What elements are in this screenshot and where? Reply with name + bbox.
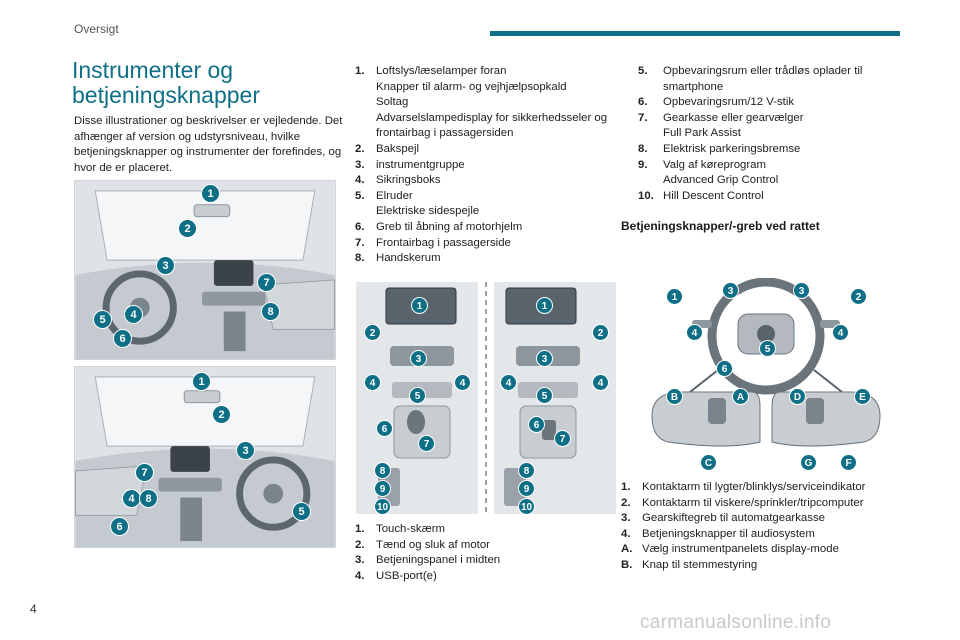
console-right-callout-1: 1 bbox=[536, 297, 553, 314]
wheel-callout-F: F bbox=[840, 454, 857, 471]
list-item: 6.Opbevaringsrum/12 V-stik bbox=[638, 96, 795, 109]
wheel-callout-C: C bbox=[700, 454, 717, 471]
list-item: 8.Elektrisk parkeringsbremse bbox=[638, 142, 801, 155]
list-item: 3.instrumentgruppe bbox=[355, 158, 465, 171]
list-item: 8.Handskerum bbox=[355, 252, 441, 265]
console-left-callout-1: 1 bbox=[411, 297, 428, 314]
list-item: A.Vælg instrumentpanelets display-mode bbox=[621, 543, 839, 556]
list-item: 2.Tænd og sluk af motor bbox=[355, 538, 490, 551]
console-right-callout-9: 9 bbox=[518, 480, 535, 497]
section-heading-steering: Betjeningsknapper/-greb ved rattet bbox=[621, 219, 820, 233]
console-right-callout-2: 2 bbox=[592, 324, 609, 341]
center-console-drawing bbox=[356, 282, 616, 514]
header-accent-bar bbox=[490, 31, 900, 36]
console-left-callout-3: 3 bbox=[410, 350, 427, 367]
wheel-callout-B: B bbox=[666, 388, 683, 405]
wheel-callout-E: E bbox=[854, 388, 871, 405]
list-item: 5. Elruder Elektriske sidespejle bbox=[355, 189, 480, 218]
callout-7: 7 bbox=[135, 463, 154, 482]
list-item: 3.Betjeningspanel i midten bbox=[355, 554, 501, 567]
dashboard-lhd-drawing bbox=[75, 181, 335, 359]
wheel-callout-4b: 4 bbox=[832, 324, 849, 341]
list-item: 2.Bakspejl bbox=[355, 142, 420, 155]
watermark: carmanualsonline.info bbox=[640, 612, 832, 633]
wheel-callout-G: G bbox=[800, 454, 817, 471]
callout-8: 8 bbox=[139, 489, 158, 508]
console-right-callout-8: 8 bbox=[518, 462, 535, 479]
wheel-callout-5: 5 bbox=[759, 340, 776, 357]
steering-wheel-figure: 1 3 3 2 4 4 5 6 B A D E C G F bbox=[648, 278, 884, 474]
list-item: 4.Betjeningsknapper til audiosystem bbox=[621, 527, 815, 540]
callout-1: 1 bbox=[201, 184, 220, 203]
header-section-label: Oversigt bbox=[74, 22, 119, 36]
wheel-callout-6: 6 bbox=[716, 360, 733, 377]
list-item: B.Knap til stemmestyring bbox=[621, 558, 758, 571]
wheel-callout-A: A bbox=[732, 388, 749, 405]
console-left-callout-2: 2 bbox=[364, 324, 381, 341]
list-item: 1. Loftslys/læselamper foran Knapper til… bbox=[355, 65, 608, 140]
dashboard-figure-rhd: 1 2 3 7 4 8 5 6 bbox=[74, 366, 336, 548]
steering-wheel-drawing bbox=[651, 278, 881, 447]
callout-6: 6 bbox=[113, 329, 132, 348]
console-right-callout-5: 5 bbox=[536, 387, 553, 404]
console-right-callout-4b: 4 bbox=[592, 374, 609, 391]
callout-5: 5 bbox=[93, 310, 112, 329]
list-item: 7. Gearkasse eller gearvælger Full Park … bbox=[638, 111, 804, 140]
console-right-callout-7: 7 bbox=[554, 430, 571, 447]
list-item: 2.Kontaktarm til viskere/sprinkler/tripc… bbox=[621, 496, 864, 509]
console-left-callout-5: 5 bbox=[409, 387, 426, 404]
list-item: 5.Opbevaringsrum eller trådløs oplader t… bbox=[638, 65, 863, 93]
dashboard-figure-lhd: 1 2 3 7 8 5 4 6 bbox=[74, 180, 336, 360]
callout-8: 8 bbox=[261, 302, 280, 321]
list-storage-items: 5.Opbevaringsrum eller trådløs oplader t… bbox=[638, 64, 903, 204]
page-number: 4 bbox=[30, 602, 37, 616]
wheel-callout-3a: 3 bbox=[722, 282, 739, 299]
callout-3: 3 bbox=[236, 441, 255, 460]
callout-3: 3 bbox=[156, 256, 175, 275]
console-left-callout-4b: 4 bbox=[454, 374, 471, 391]
wheel-callout-2: 2 bbox=[850, 288, 867, 305]
center-console-figure: 1 2 3 4 4 5 6 7 8 9 10 1 2 3 4 4 5 6 7 8… bbox=[356, 282, 616, 514]
callout-6: 6 bbox=[110, 517, 129, 536]
console-right-callout-10: 10 bbox=[518, 498, 535, 514]
console-left-callout-4a: 4 bbox=[364, 374, 381, 391]
wheel-callout-3b: 3 bbox=[793, 282, 810, 299]
wheel-callout-1: 1 bbox=[666, 288, 683, 305]
console-right-callout-3: 3 bbox=[536, 350, 553, 367]
list-item: 1.Kontaktarm til lygter/blinklys/service… bbox=[621, 481, 866, 493]
intro-paragraph: Disse illustrationer og beskrivelser er … bbox=[74, 115, 343, 174]
list-dashboard-items: 1. Loftslys/læselamper foran Knapper til… bbox=[355, 64, 610, 267]
list-item: 10.Hill Descent Control bbox=[638, 189, 764, 202]
callout-4: 4 bbox=[124, 305, 143, 324]
console-left-callout-10: 10 bbox=[374, 498, 391, 514]
callout-4: 4 bbox=[122, 489, 141, 508]
list-item: 6.Greb til åbning af motorhjelm bbox=[355, 220, 523, 233]
wheel-callout-D: D bbox=[789, 388, 806, 405]
callout-5: 5 bbox=[292, 502, 311, 521]
list-console-items: 1.Touch-skærm 2.Tænd og sluk af motor 3.… bbox=[355, 522, 610, 584]
console-left-callout-8: 8 bbox=[374, 462, 391, 479]
list-item: 1.Touch-skærm bbox=[355, 523, 445, 535]
list-item: 4.USB-port(e) bbox=[355, 569, 437, 582]
list-item: 7.Frontairbag i passagerside bbox=[355, 236, 511, 249]
callout-7: 7 bbox=[257, 273, 276, 292]
callout-1: 1 bbox=[192, 372, 211, 391]
console-right-callout-4a: 4 bbox=[500, 374, 517, 391]
console-left-callout-9: 9 bbox=[374, 480, 391, 497]
list-steering-controls: 1.Kontaktarm til lygter/blinklys/service… bbox=[621, 480, 906, 574]
list-item: 3.Gearskiftegreb til automatgearkasse bbox=[621, 512, 825, 525]
page-title: Instrumenter og betjeningsknapper bbox=[72, 57, 260, 108]
console-left-callout-7: 7 bbox=[418, 435, 435, 452]
list-item: 4.Sikringsboks bbox=[355, 174, 441, 187]
console-left-callout-6: 6 bbox=[376, 420, 393, 437]
callout-2: 2 bbox=[212, 405, 231, 424]
list-item: 9. Valg af køreprogram Advanced Grip Con… bbox=[638, 158, 779, 187]
wheel-callout-4a: 4 bbox=[686, 324, 703, 341]
console-right-callout-6: 6 bbox=[528, 416, 545, 433]
callout-2: 2 bbox=[178, 219, 197, 238]
